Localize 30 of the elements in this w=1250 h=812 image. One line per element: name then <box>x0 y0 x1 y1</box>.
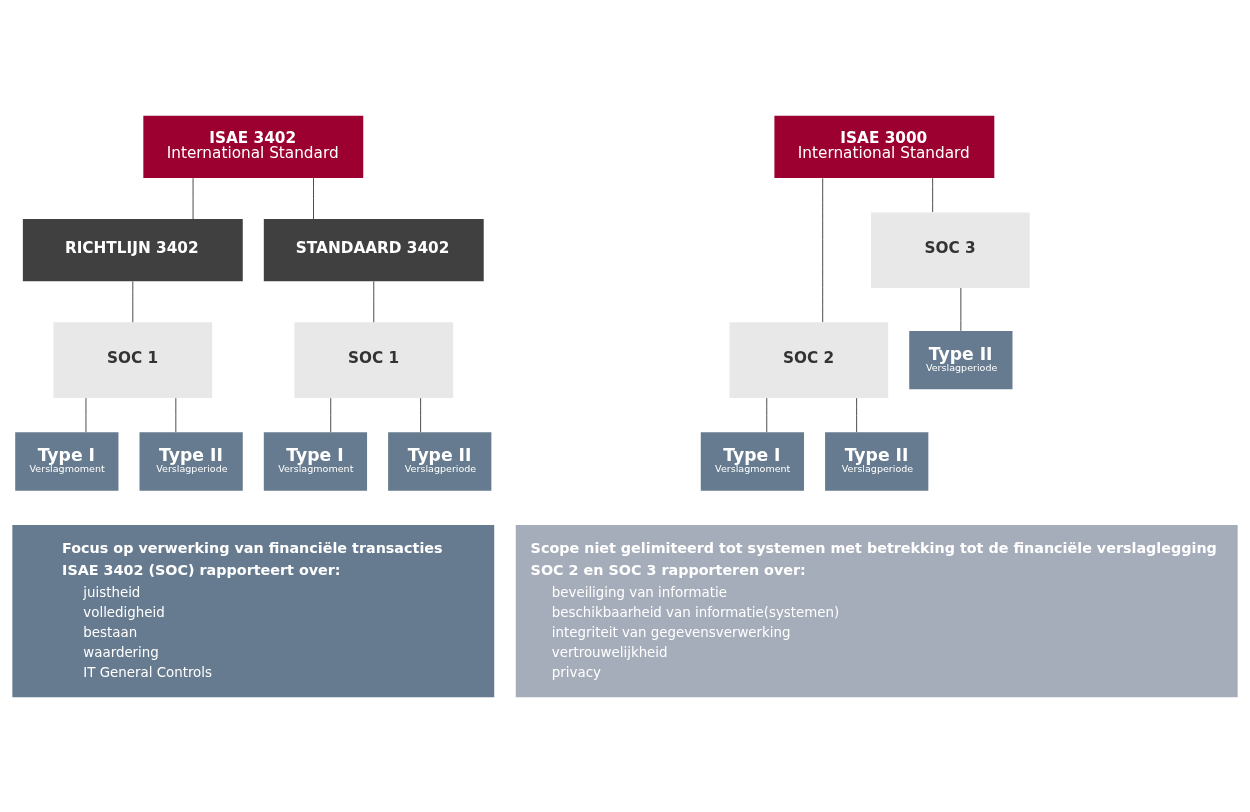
node-box: SOC 1 <box>294 321 454 398</box>
connector <box>132 280 134 323</box>
node-box: SOC 3 <box>870 211 1030 288</box>
connector <box>822 177 824 323</box>
node-box: Focus op verwerking van financiële transacties ISAE 3402 (SOC) rapporteert over: juistheid volledigheid bestaan waardering IT General Controls <box>12 524 495 697</box>
node-box: Type II Verslagperiode <box>139 431 243 491</box>
connector <box>85 397 87 433</box>
node-box: Type II Verslagperiode <box>909 330 1013 389</box>
node-box: ISAE 3000 International Standard <box>774 115 995 178</box>
node-box: Type II Verslagperiode <box>825 431 929 491</box>
node-box: Type I Verslagmoment <box>263 431 368 491</box>
connector <box>960 287 962 331</box>
connector <box>856 397 858 433</box>
connector <box>932 177 934 213</box>
node-box: SOC 1 <box>53 321 213 398</box>
node-box: Type II Verslagperiode <box>388 431 492 491</box>
connector <box>175 397 177 433</box>
node-box: Type I Verslagmoment <box>700 431 805 491</box>
node-box: STANDAARD 3402 <box>263 218 484 281</box>
connector <box>313 177 314 219</box>
node-box: Type I Verslagmoment <box>15 431 119 491</box>
node-box: SOC 2 <box>729 321 889 398</box>
node-box: RICHTLIJN 3402 <box>22 218 243 281</box>
node-box: Scope niet gelimiteerd tot systemen met betrekking tot de financiële verslaglegging SOC 2 en SOC 3 rapporteren over: beveiliging van informatie beschikbaarheid van informatie(systemen) integriteit van gegevensverwerking vertrouwelijkheid privacy <box>515 524 1238 697</box>
connector <box>766 397 768 433</box>
connector <box>192 177 194 219</box>
connector <box>373 280 375 323</box>
node-box: ISAE 3402 International Standard <box>143 115 364 178</box>
connector <box>330 397 332 433</box>
connector <box>420 397 422 433</box>
